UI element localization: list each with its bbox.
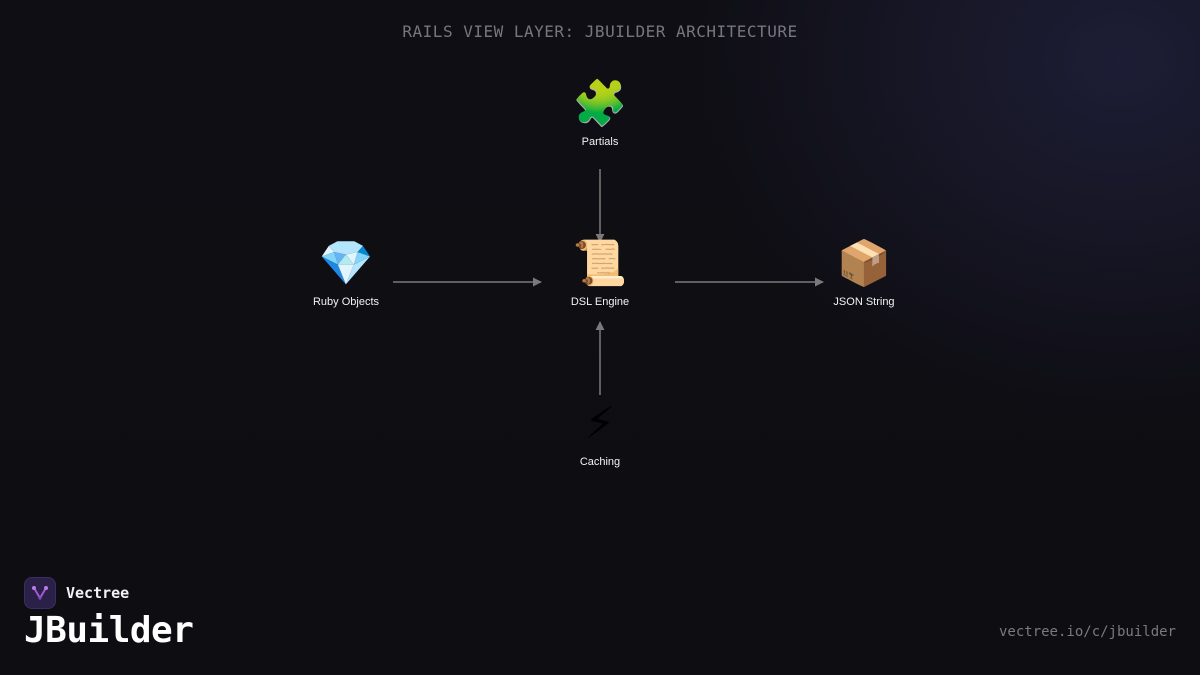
node-dsl-engine[interactable]: 📜 DSL Engine — [530, 236, 670, 308]
brand-name: Vectree — [66, 584, 130, 602]
product-name: JBuilder — [24, 610, 194, 651]
node-json-string-label: JSON String — [833, 296, 895, 308]
node-partials-label: Partials — [581, 136, 619, 148]
node-json-string[interactable]: 📦 JSON String — [794, 236, 934, 308]
package-icon: 📦 — [836, 238, 892, 289]
node-caching-label: Caching — [579, 456, 621, 468]
node-dsl-engine-label: DSL Engine — [570, 296, 630, 308]
gem-icon: 💎 — [318, 238, 374, 289]
node-ruby-objects-label: Ruby Objects — [312, 296, 380, 308]
lightning-icon: ⚡ — [584, 398, 616, 449]
node-ruby-objects[interactable]: 💎 Ruby Objects — [276, 236, 416, 308]
puzzle-piece-icon: 🧩 — [572, 78, 628, 129]
node-caching[interactable]: ⚡ Caching — [530, 396, 670, 468]
page-url[interactable]: vectree.io/c/jbuilder — [998, 624, 1176, 640]
scroll-icon: 📜 — [572, 238, 628, 289]
node-partials[interactable]: 🧩 Partials — [530, 76, 670, 148]
diagram-title: RAILS VIEW LAYER: JBUILDER ARCHITECTURE — [402, 22, 798, 41]
vectree-logo-icon — [24, 577, 56, 609]
